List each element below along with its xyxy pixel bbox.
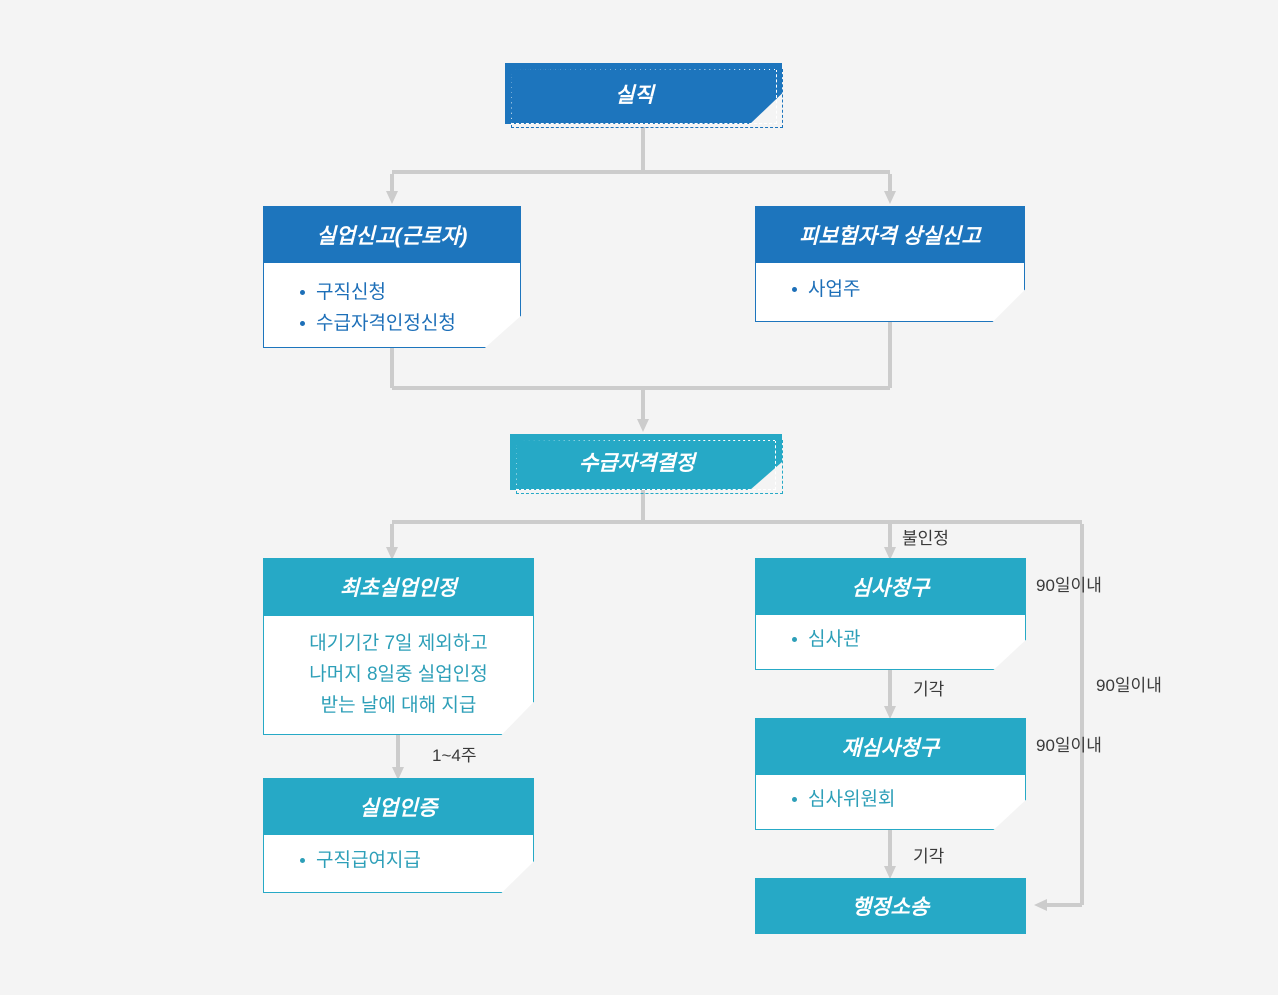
node-unemployment[interactable]: 실직 [505, 63, 782, 124]
body-text-line: 대기기간 7일 제외하고 [309, 633, 488, 654]
edge-label-dismissed-1: 기각 [913, 680, 945, 699]
node-unemployment-certification-header: 실업인증 [263, 778, 534, 835]
node-eligibility-decision-label: 수급자격결정 [579, 452, 695, 475]
bullet-item: 구직급여지급 [300, 845, 533, 876]
node-reexamination-request-header: 재심사청구 [755, 718, 1026, 775]
node-unemployment-report-body: 구직신청 수급자격인정신청 [263, 263, 521, 348]
body-text-line: 받는 날에 대해 지급 [320, 695, 477, 716]
node-first-recognition[interactable]: 최초실업인정 대기기간 7일 제외하고 나머지 8일중 실업인정 받는 날에 대… [263, 558, 534, 735]
node-unemployment-outer-dash [511, 69, 783, 128]
node-unemployment-certification[interactable]: 실업인증 구직급여지급 [263, 778, 534, 893]
node-eligibility-decision[interactable]: 수급자격결정 [510, 434, 782, 490]
node-reexamination-request-body: 심사위원회 [755, 775, 1026, 830]
node-first-recognition-header: 최초실업인정 [263, 558, 534, 616]
bullet-item: 심사위원회 [792, 784, 1025, 815]
edge-label-within-90-days-3: 90일이내 [1036, 736, 1102, 755]
node-unemployment-report[interactable]: 실업신고(근로자) 구직신청 수급자격인정신청 [263, 206, 521, 348]
edge-label-not-recognized: 불인정 [902, 529, 949, 548]
node-eligibility-decision-outer-dash [516, 440, 783, 494]
node-first-recognition-body: 대기기간 7일 제외하고 나머지 8일중 실업인정 받는 날에 대해 지급 [263, 616, 534, 735]
node-unemployment-certification-body: 구직급여지급 [263, 835, 534, 893]
bullet-item: 수급자격인정신청 [300, 308, 520, 339]
edge-label-one-to-four-weeks: 1~4주 [432, 746, 477, 765]
node-insurance-loss-report[interactable]: 피보험자격 상실신고 사업주 [755, 206, 1025, 322]
node-unemployment-report-header: 실업신고(근로자) [263, 206, 521, 263]
edge-label-dismissed-2: 기각 [913, 847, 945, 866]
node-administrative-litigation-label: 행정소송 [851, 896, 930, 919]
body-text-line: 나머지 8일중 실업인정 [309, 664, 488, 685]
node-review-request-body: 심사관 [755, 615, 1026, 670]
node-review-request-header: 심사청구 [755, 558, 1026, 615]
edge-label-within-90-days-2: 90일이내 [1096, 676, 1162, 695]
node-insurance-loss-report-header: 피보험자격 상실신고 [755, 206, 1025, 263]
node-administrative-litigation[interactable]: 행정소송 [755, 878, 1026, 934]
node-review-request[interactable]: 심사청구 심사관 [755, 558, 1026, 670]
node-unemployment-label: 실직 [615, 83, 654, 107]
node-insurance-loss-report-body: 사업주 [755, 263, 1025, 322]
edge-label-within-90-days-1: 90일이내 [1036, 576, 1102, 595]
node-reexamination-request[interactable]: 재심사청구 심사위원회 [755, 718, 1026, 830]
bullet-item: 심사관 [792, 624, 1025, 655]
bullet-item: 구직신청 [300, 277, 520, 308]
bullet-item: 사업주 [792, 274, 1024, 305]
